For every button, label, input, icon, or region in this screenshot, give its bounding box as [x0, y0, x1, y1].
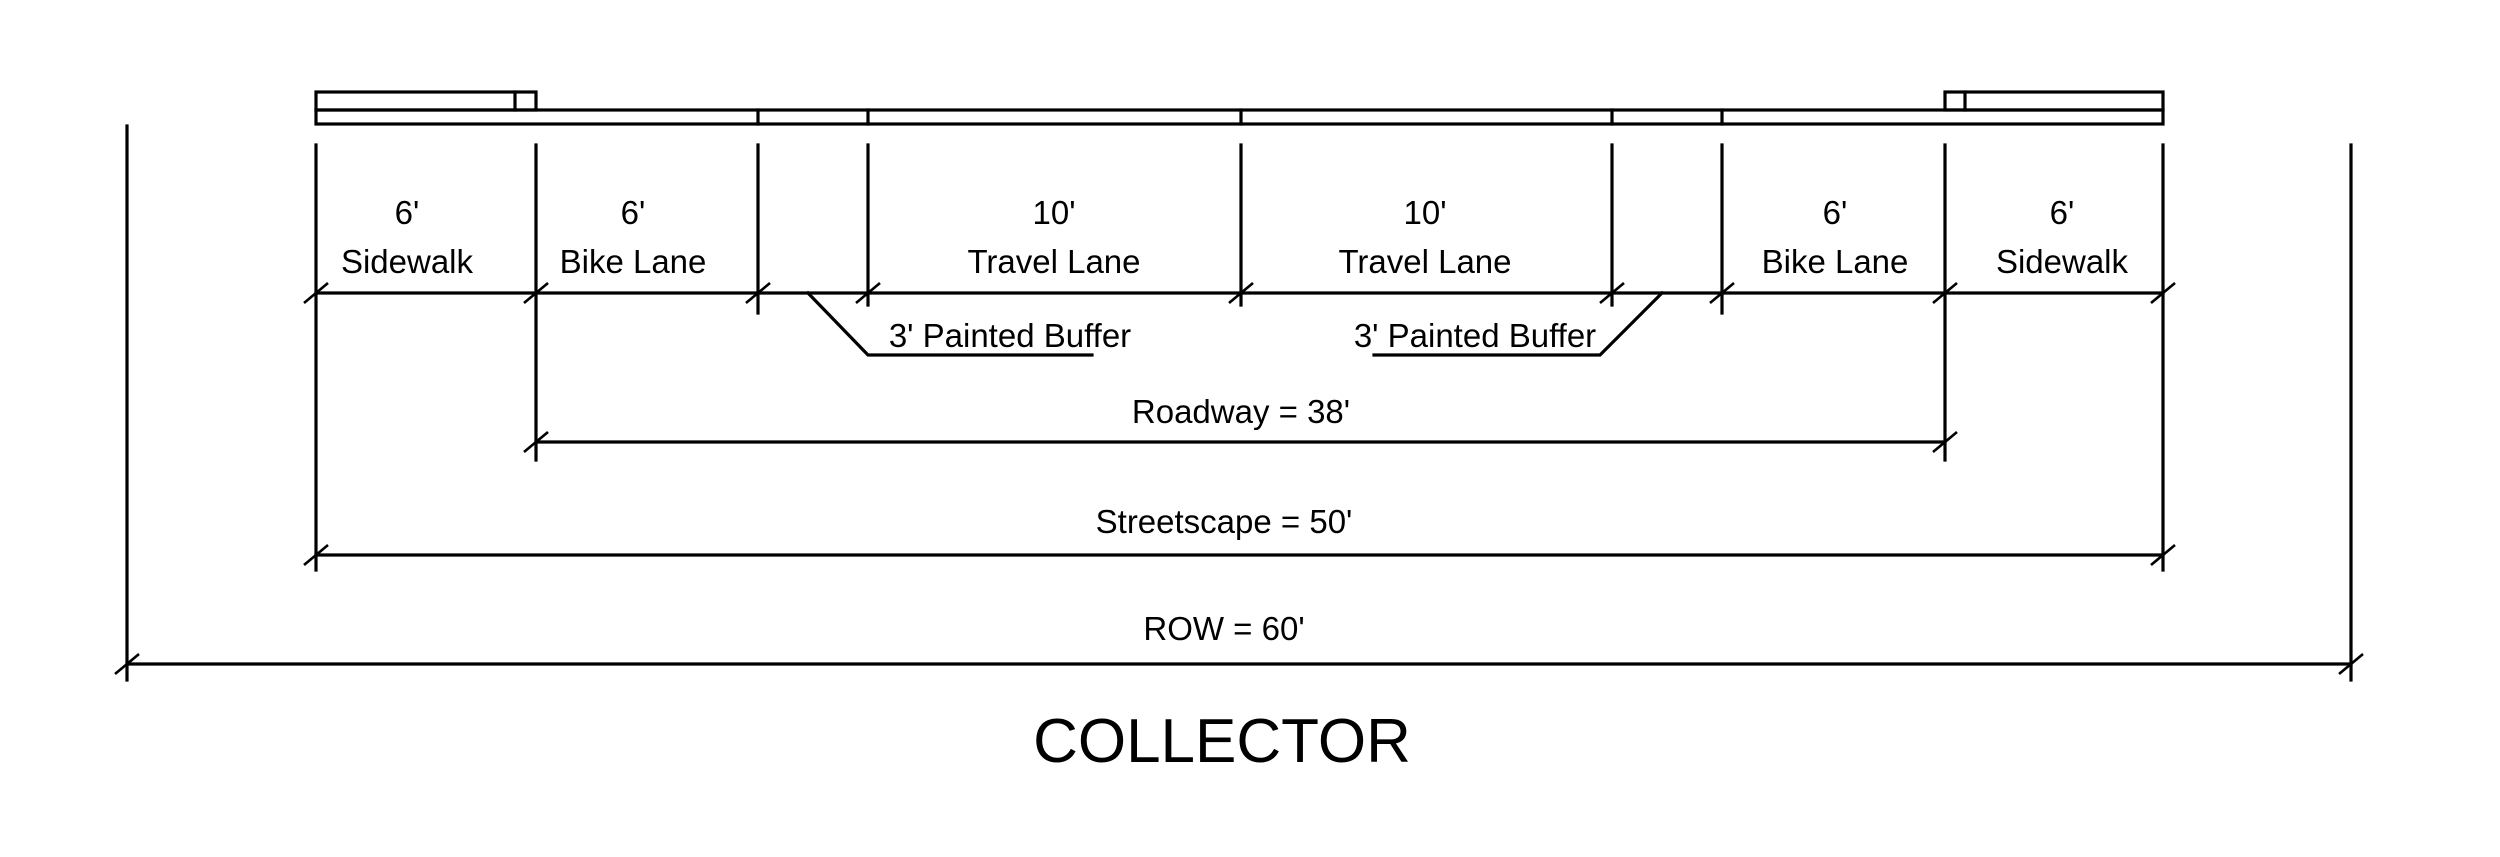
dimension-tick: [1932, 431, 1958, 453]
bike-lane-left-name: Bike Lane: [560, 243, 707, 280]
travel-lane-right-width: 10': [1403, 194, 1446, 231]
sidewalk-left-name: Sidewalk: [341, 243, 474, 280]
sidewalk-right-name: Sidewalk: [1996, 243, 2129, 280]
dimension-tick: [1599, 282, 1625, 304]
sidewalk-left-width: 6': [395, 194, 420, 231]
dimension-tick: [2338, 653, 2364, 675]
row-dimension: ROW = 60': [114, 610, 2364, 675]
bike-lane-right-name: Bike Lane: [1762, 243, 1909, 280]
sidewalk-right-width: 6': [2050, 194, 2075, 231]
right-buffer-label: 3' Painted Buffer: [1354, 317, 1596, 354]
extension-lines: [125, 124, 2353, 682]
roadway-dimension: Roadway = 38': [523, 393, 1958, 453]
travel-lane-right-name: Travel Lane: [1338, 243, 1511, 280]
dimension-tick: [855, 282, 881, 304]
dimension-tick: [303, 544, 329, 566]
diagram-title: COLLECTOR: [1033, 707, 1411, 776]
right-buffer-leader: [1372, 290, 1665, 357]
left-buffer-leader: [805, 290, 1094, 357]
travel-lane-left-name: Travel Lane: [967, 243, 1140, 280]
dimension-tick: [1709, 282, 1735, 304]
bike-lane-right-width: 6': [1823, 194, 1848, 231]
dimension-tick: [2150, 544, 2176, 566]
buffer-callouts: 3' Painted Buffer 3' Painted Buffer: [805, 290, 1665, 357]
segment-labels: 6' Sidewalk 6' Bike Lane 10' Travel Lane…: [341, 194, 2129, 280]
dimension-tick: [1228, 282, 1254, 304]
right-sidewalk-slab: [1943, 90, 2165, 112]
streetscape-dimension-label: Streetscape = 50': [1096, 503, 1353, 540]
dimension-tick: [523, 282, 549, 304]
dimension-tick: [745, 282, 771, 304]
dimension-tick: [2150, 282, 2176, 304]
left-sidewalk-slab: [314, 90, 538, 112]
dimension-tick: [523, 431, 549, 453]
dimension-tick: [114, 653, 140, 675]
streetscape-dimension: Streetscape = 50': [303, 503, 2176, 566]
row-dimension-label: ROW = 60': [1143, 610, 1304, 647]
bike-lane-left-width: 6': [621, 194, 646, 231]
dimension-tick: [303, 282, 329, 304]
travel-lane-left-width: 10': [1032, 194, 1075, 231]
left-buffer-label: 3' Painted Buffer: [889, 317, 1131, 354]
dimension-tick: [1932, 282, 1958, 304]
surface-profile: [314, 90, 2165, 126]
roadway-dimension-label: Roadway = 38': [1132, 393, 1350, 430]
segment-dimension-line: [303, 282, 2176, 304]
